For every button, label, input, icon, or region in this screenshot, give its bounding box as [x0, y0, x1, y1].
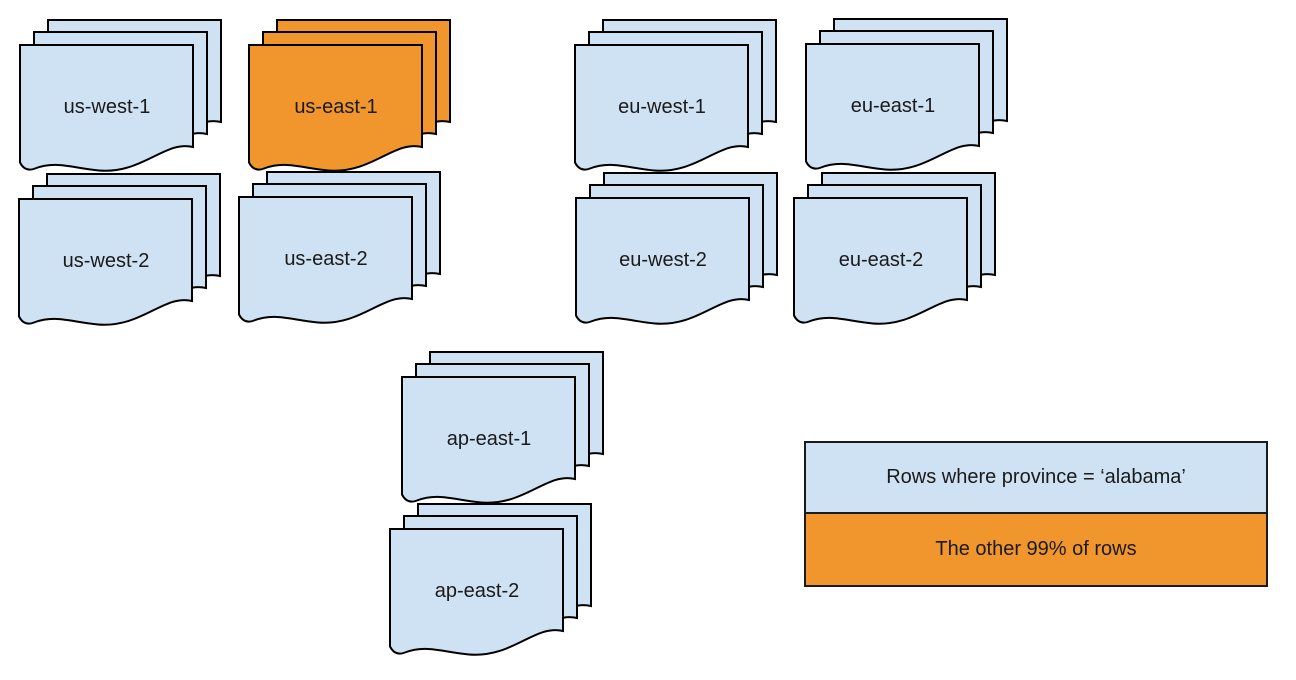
- region-stack-eu-east-2: eu-east-2: [793, 172, 999, 328]
- region-stack-ap-east-1: ap-east-1: [401, 351, 607, 507]
- region-label-us-east-2: us-east-2: [284, 248, 367, 270]
- document-shape-front: [389, 528, 564, 656]
- document-shape-front: [18, 198, 193, 326]
- document-stack-graphic: us-east-1: [248, 19, 451, 172]
- legend-item-other-rows: The other 99% of rows: [806, 514, 1266, 585]
- region-stack-us-west-1: us-west-1: [19, 19, 225, 175]
- region-stack-us-west-2: us-west-2: [18, 173, 224, 329]
- document-shape-front: [574, 44, 749, 172]
- region-label-eu-west-1: eu-west-1: [618, 96, 706, 118]
- document-stack-graphic: us-east-2: [238, 171, 441, 324]
- document-shape-front: [793, 197, 968, 325]
- document-shape-front: [19, 44, 194, 172]
- document-stack-graphic: eu-west-2: [575, 172, 778, 325]
- region-label-eu-west-2: eu-west-2: [619, 249, 707, 271]
- region-label-ap-east-1: ap-east-1: [447, 428, 532, 450]
- region-stack-ap-east-2: ap-east-2: [389, 503, 595, 659]
- region-stack-eu-west-2: eu-west-2: [575, 172, 781, 328]
- document-stack-graphic: eu-east-1: [805, 18, 1008, 171]
- region-label-ap-east-2: ap-east-2: [435, 580, 520, 602]
- document-stack-graphic: us-west-1: [19, 19, 222, 172]
- region-stack-us-east-2: us-east-2: [238, 171, 444, 327]
- region-stack-us-east-1: us-east-1: [248, 19, 454, 175]
- document-stack-graphic: eu-west-1: [574, 19, 777, 172]
- region-label-us-west-1: us-west-1: [64, 96, 151, 118]
- legend: Rows where province = ‘alabama’ The othe…: [804, 441, 1268, 587]
- legend-label-alabama-rows: Rows where province = ‘alabama’: [886, 466, 1186, 488]
- document-stack-graphic: ap-east-2: [389, 503, 592, 656]
- region-label-us-east-1: us-east-1: [294, 96, 377, 118]
- document-shape-front: [805, 43, 980, 171]
- document-shape-front: [248, 44, 423, 172]
- region-label-us-west-2: us-west-2: [63, 250, 150, 272]
- document-shape-front: [575, 197, 750, 325]
- region-label-eu-east-1: eu-east-1: [851, 95, 936, 117]
- document-shape-front: [401, 376, 576, 504]
- region-label-eu-east-2: eu-east-2: [839, 249, 924, 271]
- document-stack-graphic: ap-east-1: [401, 351, 604, 504]
- document-stack-graphic: us-west-2: [18, 173, 221, 326]
- legend-item-alabama-rows: Rows where province = ‘alabama’: [806, 443, 1266, 514]
- region-stack-eu-west-1: eu-west-1: [574, 19, 780, 175]
- document-shape-front: [238, 196, 413, 324]
- document-stack-graphic: eu-east-2: [793, 172, 996, 325]
- legend-label-other-rows: The other 99% of rows: [935, 538, 1137, 560]
- region-stack-eu-east-1: eu-east-1: [805, 18, 1011, 174]
